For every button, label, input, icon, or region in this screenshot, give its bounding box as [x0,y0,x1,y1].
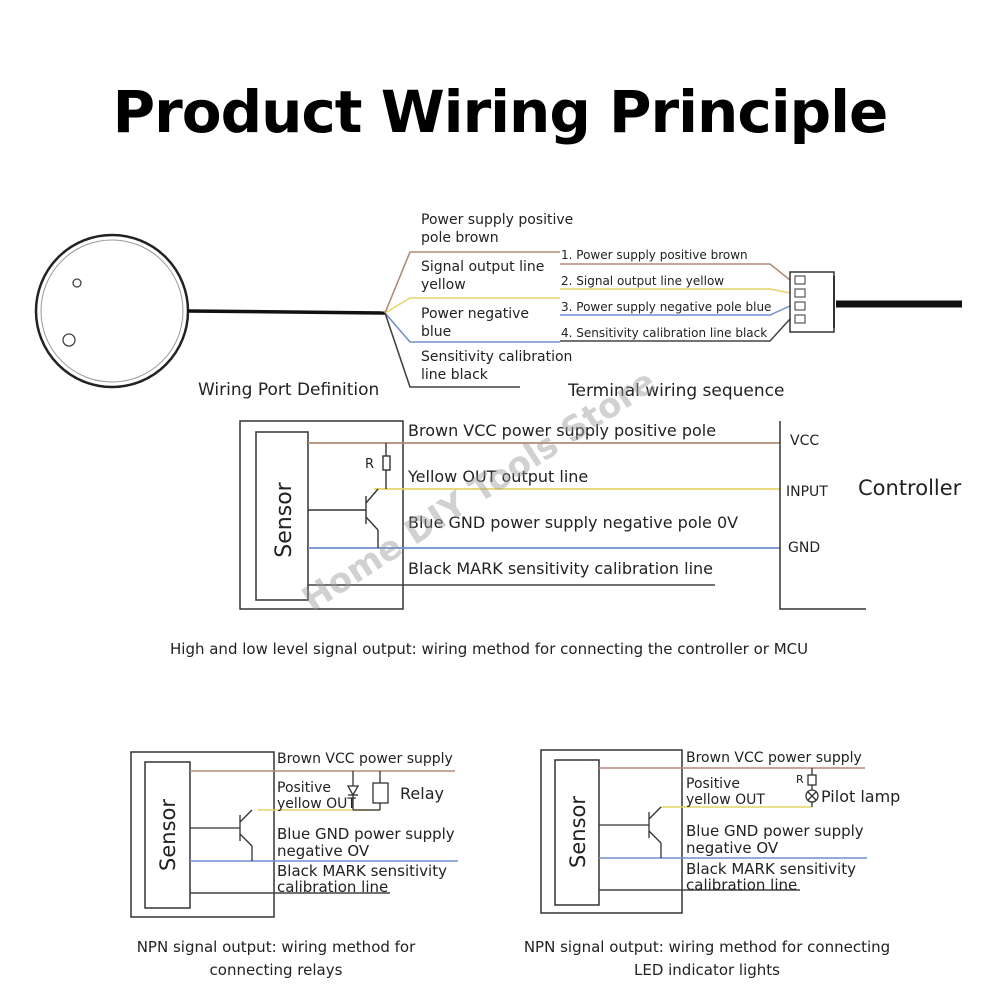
lamp-line-brown: Brown VCC power supply [686,750,862,766]
port-label-yellow-1: Signal output line [421,259,544,275]
lamp-resistor-label: R [796,773,804,786]
lamp-sensor-label: Sensor [566,796,590,868]
lamp-transistor [599,806,662,858]
wiring-port-caption: Wiring Port Definition [198,380,379,400]
terminal-wires [560,263,791,342]
port-label-blue-1: Power negative [421,306,529,322]
port-label-black-1: Sensitivity calibration [421,349,572,365]
terminal-item-1: 1. Power supply positive brown [561,248,748,262]
port-wires [384,251,560,388]
relay-sensor-block [130,751,275,918]
controller-line-yellow: Yellow OUT output line [407,467,588,486]
relay-label: Relay [400,784,444,803]
relay-coil-icon [346,771,389,811]
controller-resistor-label: R [365,457,374,472]
port-label-black-2: line black [421,367,489,383]
lamp-caption-1: NPN signal output: wiring method for con… [524,938,890,956]
terminal-connector [789,271,835,333]
terminal-caption: Terminal wiring sequence [567,381,784,401]
controller-line-blue: Blue GND power supply negative pole 0V [408,513,738,532]
relay-line-blue-2: negative OV [277,842,370,860]
terminal-item-2: 2. Signal output line yellow [561,274,724,288]
relay-line-blue-1: Blue GND power supply [277,825,455,843]
lamp-line-black-2: calibration line [686,876,797,894]
controller-terminal-input: INPUT [786,484,828,500]
pilot-lamp-icon [805,768,819,807]
lamp-sensor-block [540,749,683,914]
lamp-caption-2: LED indicator lights [634,961,780,979]
controller-label: Controller [858,476,962,500]
controller-sensor-label: Sensor [272,481,297,557]
controller-terminal-gnd: GND [788,540,820,556]
port-label-brown-2: pole brown [421,230,499,246]
lamp-line-black-1: Black MARK sensitivity [686,860,856,878]
relay-line-black-2: calibration line [277,878,388,896]
port-label-yellow-2: yellow [421,277,466,293]
relay-caption-1: NPN signal output: wiring method for [137,938,416,956]
controller-transistor [308,443,391,548]
sensor-puck [34,233,190,389]
relay-line-yellow-2: yellow OUT [277,796,356,812]
relay-line-yellow-1: Positive [277,780,331,796]
port-label-blue-2: blue [421,324,451,340]
pilot-lamp-label: Pilot lamp [821,787,900,806]
lamp-line-yellow-1: Positive [686,776,740,792]
controller-line-black: Black MARK sensitivity calibration line [408,559,713,578]
controller-line-brown: Brown VCC power supply positive pole [408,421,716,440]
controller-terminal-vcc: VCC [790,433,819,449]
relay-line-black-1: Black MARK sensitivity [277,862,447,880]
controller-caption: High and low level signal output: wiring… [170,640,808,658]
controller-sensor-block [239,420,404,610]
lamp-line-blue-2: negative OV [686,839,779,857]
terminal-item-4: 4. Sensitivity calibration line black [561,326,767,340]
controller-box [779,421,866,610]
relay-sensor-label: Sensor [156,799,180,871]
sensor-cable [186,309,386,315]
terminal-item-3: 3. Power supply negative pole blue [561,300,771,314]
lamp-line-yellow-2: yellow OUT [686,792,765,808]
relay-line-brown: Brown VCC power supply [277,751,453,767]
port-label-brown-1: Power supply positive [421,212,573,228]
relay-caption-2: connecting relays [210,961,343,979]
page-title: Product Wiring Principle [112,78,889,146]
relay-transistor [190,809,253,861]
lamp-line-blue-1: Blue GND power supply [686,822,864,840]
